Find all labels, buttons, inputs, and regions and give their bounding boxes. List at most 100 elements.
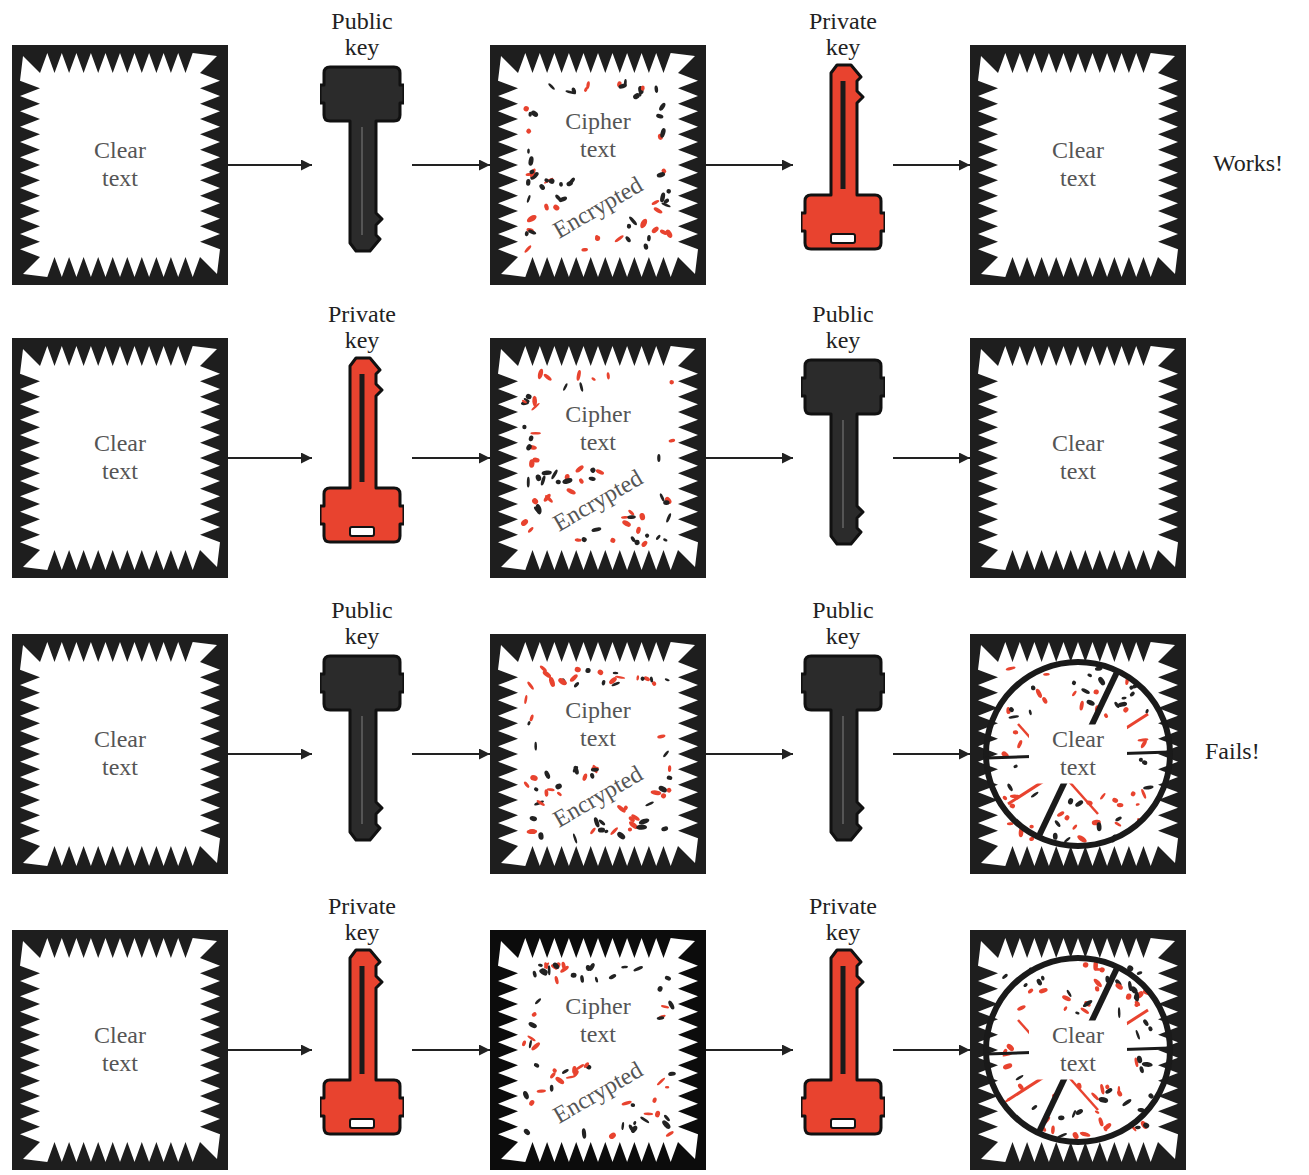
speckle [1082,999,1094,1009]
flow-arrow [893,457,970,459]
speckle [573,681,580,688]
speckle [574,464,584,473]
speckle [1067,797,1074,805]
speckle [1142,1019,1150,1027]
speckle [1013,764,1018,769]
key-label: Public key [312,8,412,61]
speckle [1075,1108,1084,1116]
speckle [544,177,550,183]
speckle [1105,1084,1110,1089]
speckle [601,680,606,686]
speckle [654,1110,660,1118]
speckle [595,468,605,475]
speckle [573,765,580,775]
speckle [1058,1115,1065,1120]
speckle [555,479,561,485]
speckle [1114,821,1122,827]
flow-arrow [706,1049,793,1051]
speckle [1140,788,1147,799]
speckle [554,782,562,790]
speckle [1087,673,1093,678]
speckle [651,199,660,206]
speckle [591,527,602,533]
speckle [1111,797,1118,804]
speckle [550,1085,554,1092]
speckle [529,459,535,468]
speckle [522,425,526,430]
speckle [662,750,669,758]
key-label: Private key [312,301,412,354]
speckle [611,681,620,687]
speckle [538,963,543,967]
speckle [527,526,534,533]
speckle [589,467,596,474]
speckle [621,1122,624,1130]
speckle [597,669,605,677]
speckle [528,1099,535,1107]
speckle [1098,1117,1105,1127]
speckle [594,234,600,240]
speckle [572,1069,579,1077]
speckle [530,109,539,118]
speckle [618,83,628,90]
speckle [651,226,660,235]
text-frame-box: Clear text [970,930,1186,1170]
public-key-icon [801,652,885,842]
key-label: Public key [793,597,893,650]
speckle [1041,696,1048,704]
speckle [1008,706,1015,713]
speckle [639,218,649,230]
speckle [588,962,596,972]
speckle [664,975,672,981]
speckle [657,985,664,992]
speckle [531,1011,538,1017]
key-node: Private key [793,8,893,253]
speckle [543,373,553,382]
speckle [669,380,674,385]
speckle [525,443,533,451]
speckle [1023,982,1029,987]
speckle [524,231,529,237]
flow-arrow [228,753,312,755]
speckle [636,675,639,681]
speckle [526,179,531,186]
speckle [574,666,581,672]
speckle [1118,1007,1121,1018]
speckle [583,87,588,93]
speckle [566,487,577,495]
speckle [638,817,650,825]
speckle [538,832,544,840]
speckle [1134,994,1140,1000]
speckle [1030,685,1036,691]
speckle [1016,739,1023,748]
speckle [576,370,582,381]
speckle [581,247,588,252]
speckle [644,1112,654,1115]
speckle [1028,709,1032,715]
speckle [528,435,534,442]
speckle [588,476,596,481]
speckle [667,1000,675,1011]
speckle [591,377,596,382]
speckle [621,965,628,968]
speckle [1079,1131,1091,1138]
speckle [650,790,661,796]
speckle [1136,1055,1143,1064]
speckle [559,182,563,187]
speckle [640,1116,650,1124]
speckle [658,102,667,112]
speckle [1103,1125,1109,1131]
speckle [621,1100,632,1106]
speckle [562,383,568,392]
speckle [627,509,635,517]
result-label: Fails! [1205,738,1260,765]
key-label: Public key [312,597,412,650]
speckle [590,773,595,780]
speckle [664,496,673,505]
speckle [606,372,610,380]
speckle [523,1128,532,1137]
speckle [610,826,619,835]
speckle [668,765,672,772]
speckle [520,518,530,528]
speckle [558,195,568,203]
